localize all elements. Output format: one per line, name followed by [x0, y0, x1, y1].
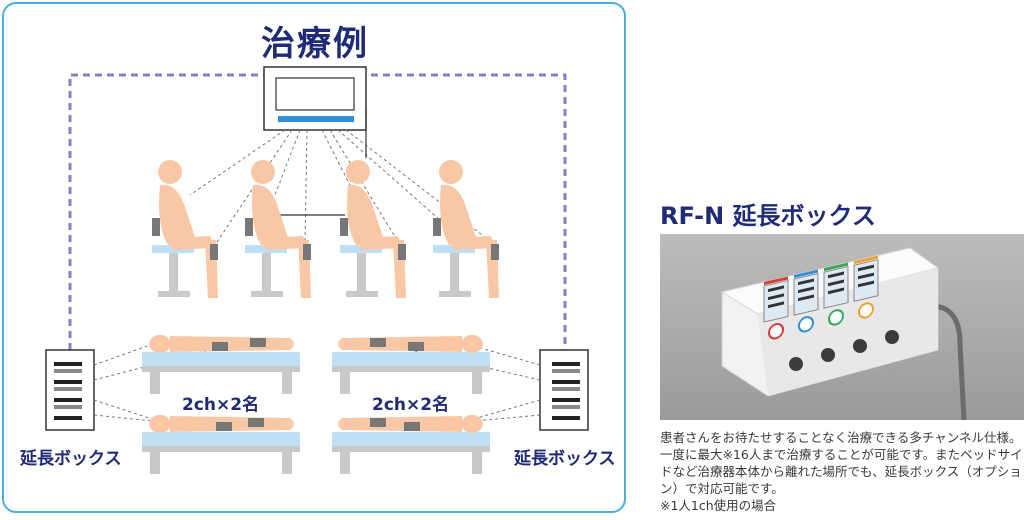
product-description: 患者さんをお待たせすることなく治療できる多チャンネル仕様。一度に最大※16人まで…: [660, 430, 1023, 496]
extension-box-right: [539, 349, 589, 431]
bed-patient-2: [332, 335, 490, 394]
bed-patient-3: [142, 415, 300, 474]
product-description-block: 患者さんをお待たせすることなく治療できる多チャンネル仕様。一度に最大※16人まで…: [660, 429, 1024, 514]
seated-patient-2: [245, 160, 311, 298]
bed-patient-1: [142, 335, 300, 394]
diagram-title: 治療例: [261, 24, 369, 64]
extension-box-left: [45, 349, 95, 431]
seated-patient-3: [340, 160, 406, 298]
group-label-left: 2ch×2名: [182, 395, 260, 415]
product-footnote: ※1人1ch使用の場合: [660, 498, 777, 513]
extension-box-device-illustration: [720, 247, 967, 420]
seated-patient-1: [152, 160, 218, 298]
main-unit: [263, 66, 367, 131]
bed-patient-4: [332, 415, 490, 474]
group-label-right: 2ch×2名: [372, 395, 450, 415]
treatment-diagram: [45, 66, 589, 474]
product-photo: [660, 234, 1024, 420]
extension-box-label-right: 延長ボックス: [514, 449, 616, 469]
product-title: RF-N 延長ボックス: [660, 202, 876, 230]
extension-box-label-left: 延長ボックス: [20, 449, 122, 469]
seated-patient-4: [433, 160, 499, 298]
